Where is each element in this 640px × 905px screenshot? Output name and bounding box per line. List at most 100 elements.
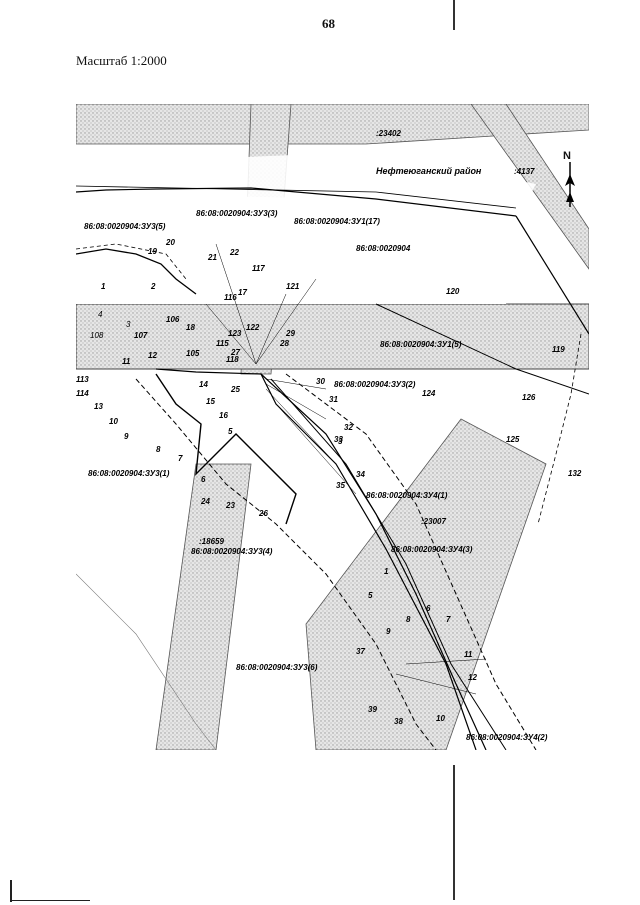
road-strip-lower-left [155,463,252,750]
point-114: 114 [76,389,89,398]
point-122: 122 [246,323,260,332]
scale-label: Масштаб 1:2000 [76,53,167,68]
margin-line-top [453,0,455,30]
point-37: 37 [356,647,365,656]
point-118: 118 [226,355,239,364]
corridor-dashed-2 [285,373,537,750]
cadastral-label-1: 86:08:0020904:ЗУ3(5) [84,222,166,231]
point-32: 32 [344,423,353,432]
point-zu4-11: 11 [464,650,473,659]
point-zu4-5: 5 [368,591,373,600]
page-number: 68 [322,16,335,31]
point-11: 11 [122,357,131,366]
block-label-18659: :18659 [199,537,224,546]
cadastral-label-6: 86:08:0020904:ЗУ3(1) [88,469,170,478]
parcel-upper-left-dashed [76,243,187,280]
point-28: 28 [279,339,289,348]
corridor-main-1 [155,368,477,750]
point-19: 19 [148,247,157,256]
thin-line-lower-left [76,573,217,750]
parcel-right-arc [537,333,582,525]
point-120: 120 [446,287,460,296]
point-117: 117 [252,264,265,273]
cadastral-label-10: 86:08:0020904:ЗУ3(6) [236,663,318,672]
point-5: 5 [228,427,233,436]
point-zu4-8: 8 [406,615,411,624]
point-105: 105 [186,349,200,358]
point-15: 15 [206,397,215,406]
point-123: 123 [228,329,242,338]
cadastral-label-5: 86:08:0020904:ЗУ3(2) [334,380,416,389]
cadastral-label-3: 86:08:0020904:ЗУ1(17) [294,217,380,226]
point-10: 10 [109,417,118,426]
corridor-dashed-1 [135,378,437,750]
point-107: 107 [134,331,148,340]
north-letter: N [563,150,571,162]
point-113: 113 [76,375,89,384]
point-zu4-7: 7 [446,615,451,624]
point-17: 17 [238,288,247,297]
parcel-boundary-right [515,215,589,335]
point-zu4-12: 12 [468,673,477,682]
cadastral-label-7: 86:08:0020904:ЗУ4(1) [366,491,448,500]
cadastral-label-2: 86:08:0020904:ЗУ3(3) [196,209,278,218]
point-132: 132 [568,469,582,478]
point-1: 1 [101,282,106,291]
point-3: 3 [126,320,131,329]
point-115: 115 [216,339,229,348]
cadastral-label-9: 86:08:0020904:ЗУ4(3) [391,545,473,554]
point-zu4-3: 3 [338,437,343,446]
parcel-left-outline [155,373,297,525]
point-121: 121 [286,282,300,291]
point-9: 9 [124,432,129,441]
point-22: 22 [229,248,239,257]
point-6: 6 [201,475,206,484]
point-20: 20 [165,238,175,247]
point-24: 24 [200,497,210,506]
north-arrow: N [561,150,579,207]
point-21: 21 [207,253,217,262]
point-25: 25 [230,385,240,394]
point-29: 29 [285,329,295,338]
leader-lines [205,243,487,695]
point-2: 2 [150,282,156,291]
block-23007 [305,418,547,750]
point-zu4-6: 6 [426,604,431,613]
point-106: 106 [166,315,180,324]
point-31: 31 [329,395,338,404]
point-7: 7 [178,454,183,463]
point-zu4-10: 10 [436,714,445,723]
block-label-23402: :23402 [376,129,401,138]
point-4: 4 [98,310,103,319]
map-canvas: :23402 Нефтеюганский район :4137 :23007 … [76,104,589,750]
point-12: 12 [148,351,157,360]
point-13: 13 [94,402,103,411]
point-119: 119 [552,345,565,354]
parcel-upper-left-outline [76,248,197,295]
point-labels: 1 2 3 4 5 6 7 8 9 10 11 12 13 14 15 16 1… [76,238,582,726]
point-33: 33 [334,435,343,444]
block-label-23007: :23007 [421,517,446,526]
point-108: 108 [90,331,104,340]
north-arrow-icon [565,162,575,207]
cadastral-label-4: 86:08:0020904:ЗУ1(5) [380,340,462,349]
point-18: 18 [186,323,195,332]
corridor-main-3 [270,378,507,750]
corridor-main-2 [260,373,487,750]
point-14: 14 [199,380,208,389]
point-35: 35 [336,481,345,490]
parcel-white-upper [76,152,536,224]
cadastral-map: :23402 Нефтеюганский район :4137 :23007 … [76,104,589,750]
district-label: Нефтеюганский район [376,166,482,176]
point-30: 30 [316,377,325,386]
point-8: 8 [156,445,161,454]
point-23: 23 [225,501,235,510]
point-zu4-1: 1 [384,567,389,576]
point-125: 125 [506,435,520,444]
cadastral-label-11: 86:08:0020904:ЗУ4(2) [466,733,548,742]
road-strip-top [76,104,589,145]
point-16: 16 [219,411,228,420]
point-38: 38 [394,717,403,726]
point-34: 34 [356,470,365,479]
cadastral-label-0: 86:08:0020904 [356,244,411,253]
